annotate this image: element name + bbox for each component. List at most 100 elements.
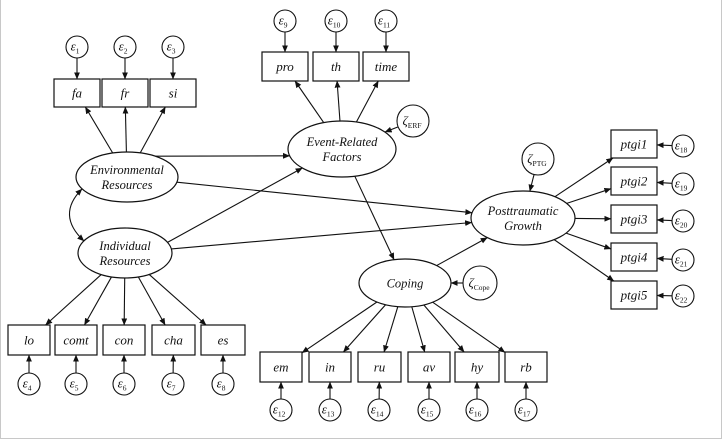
loading-arrow: [566, 187, 612, 204]
latent-ellipse: [77, 227, 173, 279]
path-arrows: [26, 32, 673, 400]
error-circle: [112, 372, 136, 396]
indicator-rb: rb: [504, 351, 548, 383]
error-arrow: [656, 217, 673, 224]
error-term: ε9: [273, 9, 297, 33]
error-label: ε2: [119, 39, 128, 56]
indicator-label: th: [331, 59, 341, 74]
indicator-label: hy: [471, 360, 484, 375]
indicator-label: time: [375, 59, 398, 74]
indicator-box: [54, 324, 98, 356]
error-term: ε22: [671, 284, 695, 308]
indicator-es: es: [200, 324, 246, 356]
error-term: ε16: [465, 398, 489, 422]
indicator-fr: fr: [101, 78, 149, 108]
latent-ellipse: [470, 190, 576, 246]
error-arrow: [656, 142, 673, 149]
disturbance-circle: [396, 104, 430, 138]
error-circle: [671, 284, 695, 308]
latent-label: Event-Related: [306, 135, 379, 149]
latent-label: Resources: [101, 178, 153, 192]
loading-arrow: [411, 306, 426, 353]
indicator-label: av: [423, 360, 436, 375]
error-term: ε21: [671, 248, 695, 272]
disturbance-z_ptg: ζPTG: [521, 142, 555, 176]
error-term: ε6: [112, 372, 136, 396]
error-label: ε5: [70, 376, 79, 393]
error-label: ε6: [118, 376, 127, 393]
loading-arrow: [423, 304, 465, 353]
indicator-label: es: [218, 333, 229, 348]
indicator-ptgi3: ptgi3: [610, 204, 658, 234]
indicator-box: [261, 51, 309, 82]
indicator-label: ru: [374, 360, 386, 375]
error-circle: [417, 398, 441, 422]
disturbance-arrow: [384, 126, 399, 133]
error-circle: [465, 398, 489, 422]
latent-label: Growth: [504, 219, 542, 233]
latent-ellipse: [75, 151, 179, 203]
indicator-label: ptgi1: [620, 137, 648, 152]
indicator-box: [610, 166, 658, 196]
indicator-cha: cha: [151, 324, 196, 356]
error-term: ε14: [367, 398, 391, 422]
loading-arrow: [553, 239, 615, 282]
error-term: ε8: [211, 372, 235, 396]
indicator-comt: comt: [54, 324, 98, 356]
loading-arrow: [83, 276, 112, 326]
error-term: ε7: [161, 372, 185, 396]
loading-arrow: [565, 232, 612, 250]
error-circle: [367, 398, 391, 422]
error-term: ε12: [269, 398, 293, 422]
error-term: ε2: [113, 35, 137, 59]
indicator-label: cha: [164, 333, 183, 348]
loading-arrow: [301, 301, 378, 354]
error-arrow: [656, 255, 673, 262]
loading-arrow: [121, 277, 128, 326]
indicator-box: [308, 351, 352, 383]
loading-arrow: [432, 301, 506, 353]
indicator-th: th: [312, 51, 360, 82]
error-circle: [671, 172, 695, 196]
structural-path-cope-ptg: [436, 237, 488, 267]
loading-arrow: [122, 106, 129, 153]
error-term: ε13: [318, 398, 342, 422]
error-circle: [671, 248, 695, 272]
indicator-ptgi2: ptgi2: [610, 166, 658, 196]
indicator-box: [407, 351, 451, 383]
indicator-label: ptgi5: [620, 288, 648, 303]
indicator-label: ptgi4: [620, 250, 648, 265]
indicator-in: in: [308, 351, 352, 383]
indicator-label: fr: [121, 86, 131, 101]
indicator-box: [53, 78, 101, 108]
indicator-box: [151, 324, 196, 356]
loading-arrow: [294, 80, 325, 123]
structural-path-ind-erf: [167, 167, 303, 243]
latent-ellipse: [358, 258, 452, 308]
indicator-box: [610, 242, 658, 272]
error-circle: [64, 372, 88, 396]
indicator-ptgi4: ptgi4: [610, 242, 658, 272]
error-label: ε9: [279, 13, 288, 30]
error-circle: [161, 372, 185, 396]
latent-label: Factors: [322, 150, 362, 164]
structural-path-env-ptg: [176, 181, 473, 215]
error-label: ε4: [23, 376, 32, 393]
indicator-box: [312, 51, 360, 82]
loading-arrow: [139, 106, 166, 154]
indicator-label: ptgi3: [620, 212, 648, 227]
indicator-ru: ru: [357, 351, 402, 383]
error-term: ε20: [671, 209, 695, 233]
structural-path-erf-cope: [354, 175, 395, 261]
error-label: ε3: [167, 39, 176, 56]
error-circle: [273, 9, 297, 33]
indicator-label: lo: [24, 333, 35, 348]
disturbance-z_cope: ζCope: [462, 265, 498, 301]
latent-cope: Coping: [358, 258, 452, 308]
indicator-label: em: [273, 360, 288, 375]
indicator-box: [610, 204, 658, 234]
loading-arrow: [148, 274, 207, 326]
